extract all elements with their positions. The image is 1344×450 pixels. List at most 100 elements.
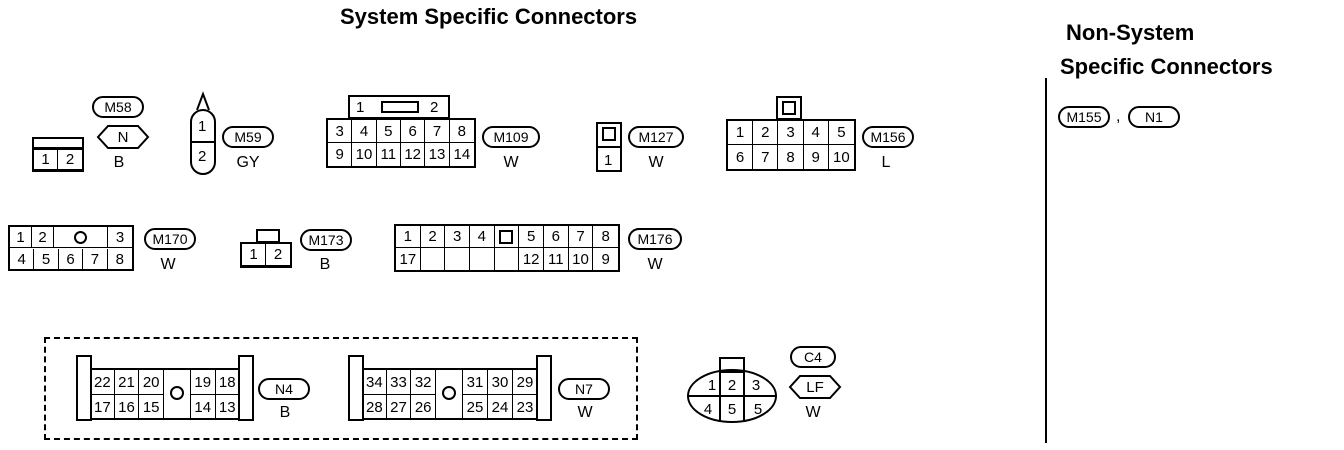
- n4-pin: 19: [191, 370, 216, 395]
- m176-pin: 8: [593, 226, 618, 248]
- section-divider: [1045, 78, 1047, 443]
- n7-pin: 27: [387, 395, 412, 420]
- m156-latch-icon: [782, 101, 796, 115]
- m176-empty-cavity: [421, 248, 446, 270]
- n4-pin: 14: [191, 395, 216, 420]
- n4-pin: 18: [215, 370, 240, 395]
- n4-guide-hole: [170, 386, 184, 400]
- m109-pin: 7: [425, 120, 450, 143]
- m176-pin: 7: [568, 226, 594, 248]
- n7-pin: 34: [362, 370, 387, 395]
- m156-pin: 3: [778, 121, 804, 145]
- m173-pin: 1: [242, 244, 266, 266]
- n7-right-pins: 31 30 29 25 24 23: [462, 370, 538, 420]
- m59-housing-icon: [190, 91, 216, 175]
- m170-pin: 4: [10, 249, 35, 269]
- system-specific-heading: System Specific Connectors: [340, 4, 638, 29]
- m176-pin: 3: [445, 226, 470, 248]
- m58-pin-grid: 1 2: [32, 148, 84, 172]
- c4-pin: 1: [707, 377, 717, 394]
- m156-pin: 10: [833, 148, 850, 166]
- m58-pin: 1: [34, 150, 58, 170]
- n7-pin: 33: [386, 370, 412, 395]
- n7-guide-hole: [442, 386, 456, 400]
- m173-label: M173: [300, 229, 352, 251]
- m127-pin: 1: [604, 152, 613, 169]
- m109-pin-grid: 3 4 5 6 7 8 9 10 11 12 13 14: [326, 118, 476, 168]
- m109-pin: 4: [352, 120, 377, 143]
- m170-pin: 6: [59, 249, 84, 269]
- m156-pin: 2: [753, 121, 779, 145]
- m109-pin: 5: [376, 120, 401, 143]
- n7-label: N7: [558, 378, 610, 400]
- m176-pin: 5: [519, 226, 544, 248]
- m173-housing-top: [256, 229, 280, 243]
- c4-pin: 5: [727, 401, 737, 418]
- non-system-heading-line1: Non-System: [1066, 20, 1195, 45]
- c4-housing-icon: [687, 357, 777, 423]
- m156-pin-grid: 1 2 3 4 5 6 7 8 9 10: [726, 119, 856, 171]
- m59-pin: 1: [198, 118, 207, 135]
- n7-pin: 25: [463, 395, 488, 420]
- m109-latch-icon: [381, 101, 419, 113]
- m156-pin: 9: [804, 145, 829, 169]
- n4-color: B: [279, 404, 291, 421]
- m176-empty-cavity: [470, 248, 495, 270]
- m170-pin: 8: [115, 250, 124, 268]
- m156-pin: 1: [728, 121, 754, 145]
- m173-pin-grid: 1 2: [240, 242, 292, 268]
- m173-color: B: [319, 256, 331, 273]
- c4-label: C4: [790, 346, 836, 368]
- m156-pin: 8: [778, 145, 804, 169]
- non-system-separator: ,: [1116, 108, 1121, 125]
- m176-pin: 10: [569, 248, 594, 270]
- m176-color: W: [647, 256, 663, 273]
- m176-pin: 9: [601, 250, 610, 268]
- c4-pin: 4: [703, 401, 713, 418]
- m176-label: M176: [628, 228, 682, 250]
- n7-pin: 31: [463, 370, 488, 395]
- n4-label: N4: [258, 378, 310, 400]
- n7-pin: 32: [411, 370, 436, 395]
- n7-pin: 23: [513, 395, 538, 420]
- n4-pin: 22: [90, 370, 115, 395]
- n4-right-pins: 19 18 14 13: [190, 370, 240, 420]
- m109-pin: 2: [430, 99, 439, 116]
- m109-pin: 11: [377, 143, 401, 166]
- m170-pin: 3: [108, 227, 132, 248]
- m176-empty-cavity: [495, 248, 520, 270]
- m176-pin: 1: [396, 226, 421, 248]
- non-system-tag-m155: M155: [1058, 106, 1110, 128]
- m176-pin: 6: [543, 226, 569, 248]
- non-system-heading-line2: Specific Connectors: [1060, 54, 1273, 79]
- m156-color: L: [881, 154, 891, 171]
- n7-pin: 28: [362, 395, 387, 420]
- c4-color: W: [805, 404, 821, 421]
- n7-right-lock: [536, 355, 552, 421]
- m156-pin: 6: [728, 145, 754, 169]
- m176-pin: 4: [469, 226, 495, 248]
- m176-pin: 2: [420, 226, 446, 248]
- m170-color: W: [160, 256, 176, 273]
- non-system-tag-n1: N1: [1128, 106, 1180, 128]
- c4-terminal-hex-icon: [788, 375, 842, 399]
- m59-pin: 2: [198, 148, 207, 165]
- m176-pin: 11: [544, 248, 569, 270]
- c4-terminal-type: LF: [806, 378, 824, 396]
- m176-empty-cavity: [445, 248, 470, 270]
- m58-terminal-type: N: [117, 128, 129, 146]
- m109-pin: 14: [453, 146, 471, 163]
- n7-pin: 30: [488, 370, 513, 395]
- m170-guide-hole: [54, 227, 108, 248]
- n-connector-group-outline: [44, 337, 638, 440]
- m59-color: GY: [236, 154, 260, 171]
- n4-pin: 20: [139, 370, 164, 395]
- m127-divider: [596, 146, 622, 148]
- m58-color: B: [113, 154, 125, 171]
- m109-label: M109: [482, 126, 540, 148]
- m156-label: M156: [862, 126, 914, 148]
- n7-pin: 29: [513, 370, 538, 395]
- n7-pin: 26: [411, 395, 436, 420]
- m109-color: W: [503, 154, 519, 171]
- n7-left-pins: 34 33 32 28 27 26: [362, 370, 436, 420]
